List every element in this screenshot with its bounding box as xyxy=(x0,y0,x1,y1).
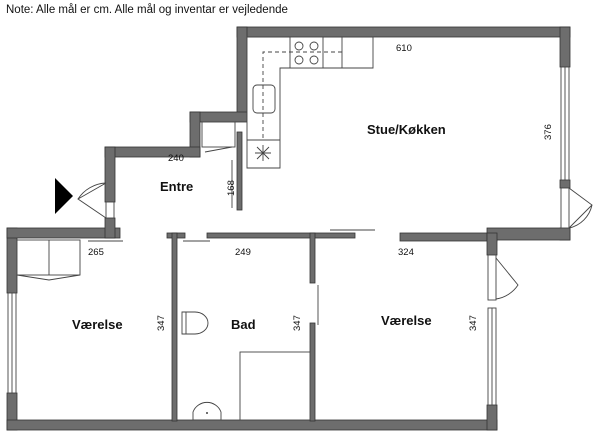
room-label-entrance: Entre xyxy=(160,179,193,194)
dim-entrance-depth: 168 xyxy=(226,180,237,196)
room-label-bedroom-right: Værelse xyxy=(381,313,432,328)
dim-bedroom-left-width: 265 xyxy=(88,247,104,258)
toilet-icon xyxy=(181,311,209,335)
room-label-bedroom-left: Værelse xyxy=(72,317,123,332)
dim-bedroom-right-width: 324 xyxy=(398,247,414,258)
room-label-bathroom: Bad xyxy=(231,317,256,332)
wardrobe xyxy=(16,239,81,281)
window-left-bedroom xyxy=(7,292,17,394)
entry-arrow-icon xyxy=(55,178,73,214)
kitchen-sink-icon xyxy=(252,84,276,114)
plan-note: Note: Alle mål er cm. Alle mål og invent… xyxy=(6,4,288,16)
dim-bathroom-width: 249 xyxy=(235,247,251,258)
washbasin-icon xyxy=(192,401,222,421)
bedroom-right-outer-door[interactable] xyxy=(487,254,519,301)
shower-area xyxy=(239,351,311,421)
room-label-living-kitchen: Stue/Køkken xyxy=(367,122,446,137)
dim-bedroom-left-depth: 347 xyxy=(156,315,167,331)
dim-bathroom-depth: 347 xyxy=(292,315,303,331)
closet-entrance xyxy=(201,121,236,153)
fan-icon xyxy=(255,145,271,161)
dim-bedroom-right-depth: 347 xyxy=(468,315,479,331)
balcony-door[interactable] xyxy=(560,187,593,229)
entrance-door[interactable] xyxy=(77,182,115,219)
dim-living-width: 610 xyxy=(396,43,412,54)
dim-living-depth: 376 xyxy=(543,124,554,140)
kitchen-counter xyxy=(246,36,374,169)
dim-entrance-width: 240 xyxy=(168,153,184,164)
window-right-living xyxy=(560,66,570,181)
stove-icon xyxy=(289,36,324,69)
window-right-bedroom xyxy=(487,307,497,406)
